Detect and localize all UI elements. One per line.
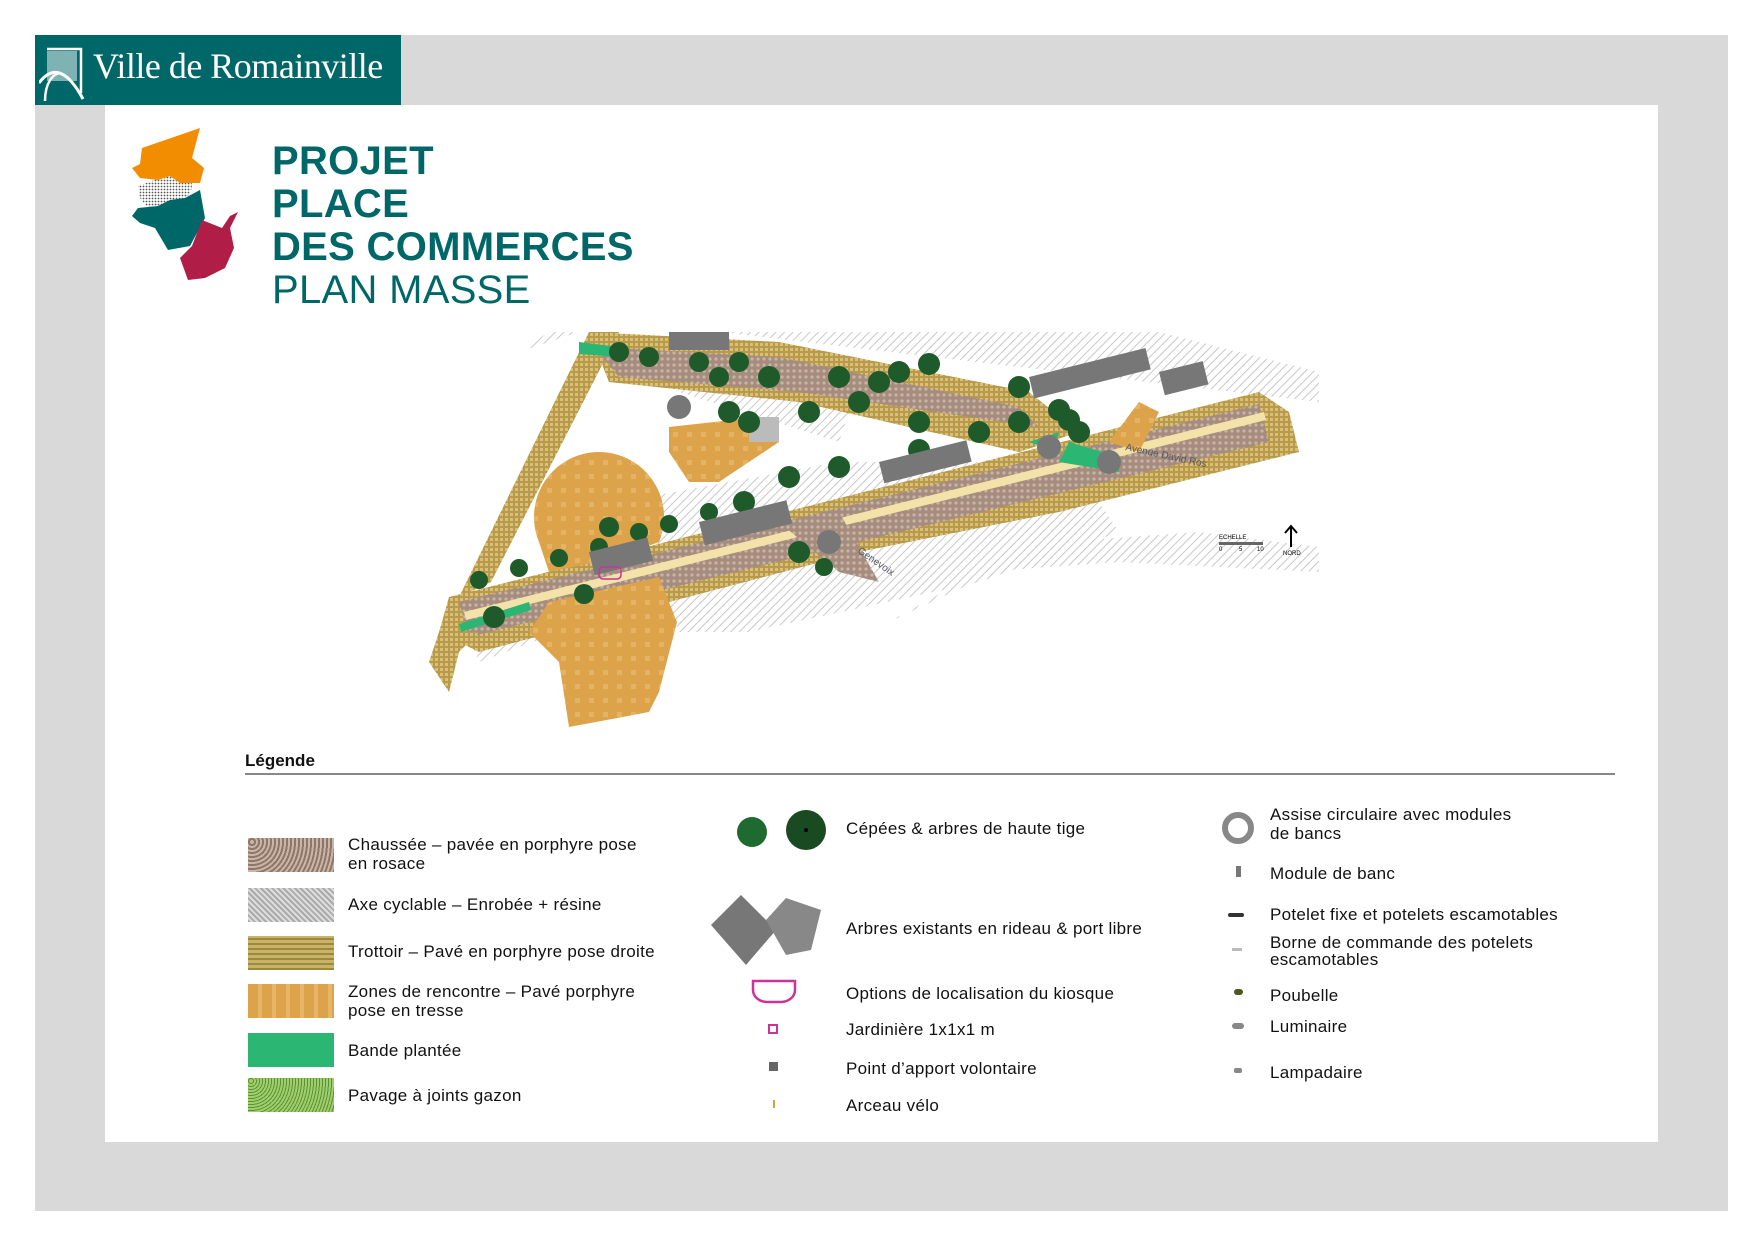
content-panel [105,105,1658,1142]
brand-name: Ville de Romainville [93,46,383,86]
title-line-3: DES COMMERCES [272,225,634,269]
tree-mark [908,411,930,433]
scale-bar: ECHELLE 0 5 10 [1219,535,1264,553]
legend-item: Trottoir – Pavé en porphyre pose droite [348,942,655,961]
circular-seat-icon [1222,812,1254,844]
tree-mark [815,558,833,576]
tree-mark [660,515,678,533]
tree-mark [510,559,528,577]
legend-item: Bande plantée [348,1041,462,1060]
legend-item: Jardinière 1x1x1 m [846,1020,996,1039]
cycle-lane-swatch [248,888,334,922]
grass-joint-swatch [248,1078,334,1112]
existing-tree-icon [711,895,821,965]
legend-item: Poubelle [1270,986,1339,1005]
site-plan: Avenue David Ros Genevoix ECHELLE 0 5 10… [429,332,1319,727]
luminaire-icon [1232,1023,1244,1029]
tree-mark [630,523,648,541]
tree-mark [968,421,990,443]
tree-mark [1008,411,1030,433]
tree-mark [918,353,940,375]
tree-mark [709,367,729,387]
legend-item: Options de localisation du kiosque [846,984,1115,1003]
tree-mark [828,366,850,388]
recycling-point-icon [769,1062,778,1071]
legend-item: Arbres existants en rideau & port libre [846,919,1143,938]
title-line-1: PROJET [272,139,434,183]
project-title: PROJET PLACE DES COMMERCES PLAN MASSE [272,140,634,312]
tree-mark [828,456,850,478]
legend-item: Potelet fixe et potelets escamotables [1270,905,1558,924]
legend-divider [245,773,1615,775]
legend-item: Arceau vélo [846,1096,940,1115]
scale-tick: 5 [1239,547,1243,553]
legend-title: Légende [245,751,315,770]
title-subtitle: PLAN MASSE [272,268,531,312]
bollard-icon [1228,913,1244,917]
planter-icon [768,1024,778,1034]
scale-tick: 10 [1257,547,1264,553]
bench-icon [1236,866,1241,877]
brand-header: Ville de Romainville [35,35,401,105]
north-arrow-icon: NORD [1283,524,1301,557]
existing-trees [589,332,1209,576]
tree-mark [550,549,568,567]
kiosk-icon [751,979,797,1004]
street-lamp-icon [1234,1068,1242,1073]
legend-item: Luminaire [1270,1017,1348,1036]
trash-bin-icon [1234,989,1243,995]
tree-mark [689,352,709,372]
tree-mark [758,366,780,388]
tree-mark [718,401,740,423]
north-label: NORD [1283,551,1301,557]
tree-mark [599,517,619,537]
tree-mark [868,371,890,393]
tree-mark [788,541,810,563]
control-post-icon [1232,948,1242,951]
legend-item: Point d’apport volontaire [846,1059,1037,1078]
tree-mark [574,584,594,604]
bike-rack-icon [773,1100,775,1108]
tree-mark [1008,376,1030,398]
tree-mark [888,361,910,383]
tree-mark [609,342,629,362]
city-map-logo [132,128,238,280]
tree-mark [738,411,760,433]
legend-item: Axe cyclable – Enrobée + résine [348,895,602,914]
kiosk-options [598,566,622,580]
meeting-zone-swatch [248,984,334,1018]
rosace-paving-swatch [248,838,334,872]
sidewalk-swatch [248,936,334,970]
tree-icon [737,810,826,850]
tree-mark [700,503,718,521]
tree-mark [470,571,488,589]
tree-mark [798,401,820,423]
tree-mark [848,391,870,413]
scale-label: ECHELLE [1219,535,1246,541]
romainville-logo-icon [39,47,85,101]
planted-strip-swatch [248,1033,334,1067]
tree-mark [483,606,505,628]
tree-mark [729,352,749,372]
legend-item: Pavage à joints gazon [348,1086,522,1105]
tree-mark [639,347,659,367]
legend-item: Lampadaire [1270,1063,1363,1082]
scale-tick: 0 [1219,547,1223,553]
tree-mark [778,466,800,488]
tree-mark [733,491,755,513]
legend-item: Module de banc [1270,864,1396,883]
legend-item: Cépées & arbres de haute tige [846,819,1086,838]
tree-mark [1058,409,1080,431]
title-line-2: PLACE [272,182,410,226]
trees [470,342,1090,628]
